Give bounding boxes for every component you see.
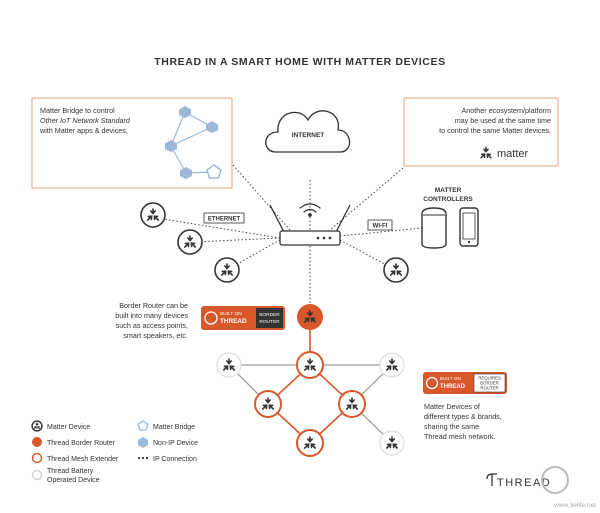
bridge-callout: Matter Bridge to control Other IoT Netwo… [31,97,233,189]
non-ip-network-graph [165,106,222,179]
badge-built-on: BUILT ON [220,311,242,317]
badge2-thread: THREAD [440,384,466,390]
legend-label-matter-bridge: Matter Bridge [153,424,195,431]
built-on-thread-border-router-badge: BUILT ON THREAD BORDER ROUTER [201,306,285,330]
internet-cloud: INTERNET [265,110,351,153]
matter-device-ip-4 [383,257,409,283]
mesh-extender-top [296,351,324,379]
ecosystem-callout-line3: to control the same Matter devices. [439,126,551,135]
matter-devices-line2: different types & brands, [424,412,502,421]
ip-connections [156,164,423,310]
wifi-tag: WI-FI [367,219,393,231]
badge2-requires: REQUIRES [478,376,501,381]
mesh-device-battery-bottom-right [379,430,405,456]
legend-label-battery-device-2: Operated Device [47,477,100,484]
border-router-line3: such as access points, [116,321,188,330]
smart-speaker-icon [421,207,447,249]
badge2-built-on: BUILT ON [440,376,461,381]
badge-thread: THREAD [220,318,247,325]
watermark-text: www.3elife.net [553,502,596,509]
border-router-line2: built into many devices [115,311,188,320]
legend-battery-device: Thread Battery Operated Device [31,468,100,484]
bridge-callout-line1: Matter Bridge to control [40,106,115,115]
legend-mesh-extender: Thread Mesh Extender [31,452,119,464]
legend-label-battery-device-1: Thread Battery [47,468,94,475]
thread-border-router [297,304,323,330]
legend-label-non-ip-device: Non-IP Device [153,440,198,447]
matter-device-ip-1 [140,202,166,228]
ethernet-label: ETHERNET [208,217,241,223]
mesh-device-battery-left [216,352,242,378]
matter-bridge-legend-icon [137,420,149,431]
diagram-title: THREAD IN A SMART HOME WITH MATTER DEVIC… [154,56,445,68]
border-router-line4: smart speakers, etc. [123,331,188,340]
wifi-label: WI-FI [373,224,388,230]
matter-bridge-icon [206,164,222,179]
ethernet-tag: ETHERNET [203,212,245,224]
mesh-extender-right [338,390,366,418]
legend-matter-device: Matter Device [31,420,90,432]
thread-logo-text: THREAD [497,477,551,489]
matter-controllers-label-line2: CONTROLLERS [423,196,473,203]
border-router-line1: Border Router can be [119,301,188,310]
thread-footer-logo: THREAD [486,473,551,489]
matter-devices-line3: sharing the same [424,422,479,431]
smartphone-icon [459,207,479,247]
matter-device-ip-2 [177,229,203,255]
legend-label-mesh-extender: Thread Mesh Extender [47,456,119,463]
thread-logo-icon [486,473,497,486]
wifi-router [269,203,351,246]
matter-devices-callout: Matter Devices of different types & bran… [424,402,502,441]
ecosystem-callout-line1: Another ecosystem/platform [462,106,551,115]
wifi-signal-icon [299,203,321,217]
badge2-border: BORDER [480,381,498,386]
badge-router-1: ROUTER [259,319,280,325]
badge2-router: ROUTER [480,386,498,391]
matter-devices-line4: Thread mesh network. [424,432,496,441]
thread-mesh-links [267,322,353,444]
badge-border-1: BORDER [259,312,280,318]
matter-device-ip-3 [214,257,240,283]
watermark: www.3elife.net [541,466,596,509]
built-on-thread-requires-badge: BUILT ON THREAD REQUIRES BORDER ROUTER [423,372,507,394]
non-ip-device-legend-icon [138,437,148,448]
internet-label: INTERNET [292,132,325,139]
bridge-callout-line3: with Matter apps & devices. [39,126,128,135]
matter-controllers-label-line1: MATTER [435,187,462,194]
bridge-callout-line2: Other IoT Network Standard [40,116,131,125]
matter-logo-text: matter [497,148,529,160]
ecosystem-callout-line2: may be used at the same time [455,116,551,125]
mesh-device-battery-right [379,352,405,378]
legend-border-router: Thread Border Router [32,437,116,447]
legend-ip-connection: IP Connection [137,456,197,463]
legend-label-ip-connection: IP Connection [153,456,197,463]
legend-non-ip-device: Non-IP Device [138,437,198,448]
legend: Matter Device Thread Border Router Threa… [31,420,198,484]
matter-devices-line1: Matter Devices of [424,402,480,411]
mesh-extender-left [254,390,282,418]
legend-label-matter-device: Matter Device [47,424,90,431]
legend-label-border-router: Thread Border Router [47,440,116,447]
mesh-extender-bottom [296,429,324,457]
ecosystem-callout: Another ecosystem/platform may be used a… [403,97,559,167]
border-router-callout: Border Router can be built into many dev… [115,301,188,340]
legend-matter-bridge: Matter Bridge [137,420,195,431]
watermark-logo-icon [541,466,569,494]
